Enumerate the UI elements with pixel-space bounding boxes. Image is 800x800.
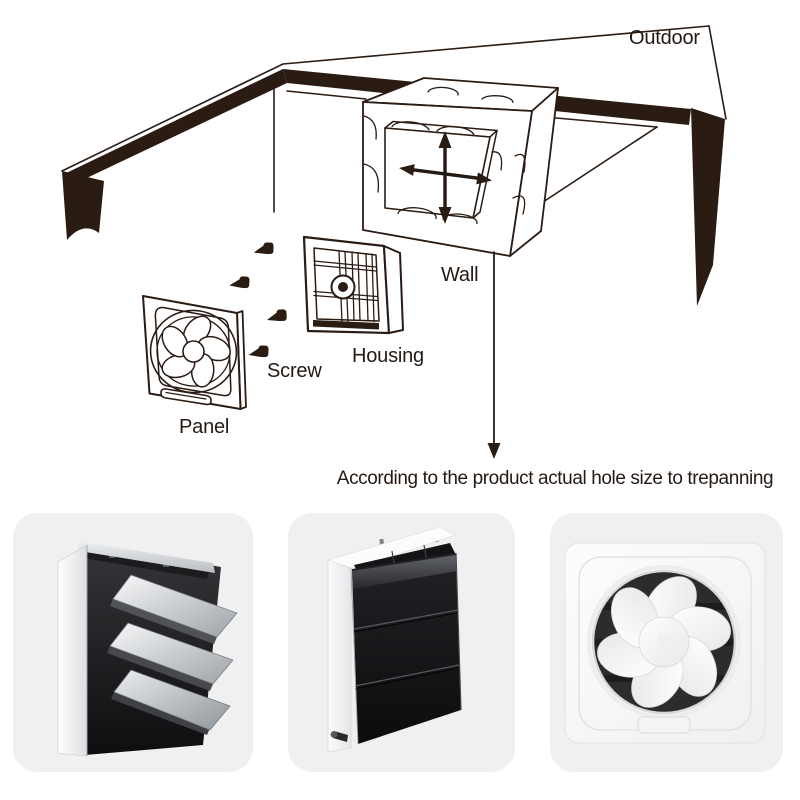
brick-marks: [363, 86, 526, 225]
screw-icon: [253, 242, 274, 254]
fan-rear-shutters-closed-image: [327, 526, 462, 753]
product-photos-row: [0, 513, 800, 772]
screw-icon: [248, 345, 269, 358]
product-photo-shutters-closed: [288, 513, 515, 772]
down-arrow: [487, 251, 501, 459]
housing-drawing: [302, 235, 404, 335]
installation-diagram: Outdoor Wall Housing Screw Panel Accordi…: [61, 25, 774, 489]
product-photo-front-panel: [550, 513, 783, 772]
outdoor-label: Outdoor: [629, 27, 700, 49]
screw-label: Screw: [267, 360, 322, 382]
dimension-arrows: [399, 131, 492, 224]
screws-drawing: [229, 242, 287, 358]
wall-block-drawing: [362, 77, 559, 257]
screw-icon: [229, 276, 250, 289]
screw-icon: [267, 309, 287, 322]
caption-text: According to the product actual hole siz…: [337, 468, 773, 489]
product-photo-shutters-open: [13, 513, 253, 772]
fan-front-panel-image: [564, 542, 766, 744]
wall-label: Wall: [441, 264, 478, 286]
panel-drawing: [142, 295, 247, 410]
panel-label: Panel: [179, 416, 229, 438]
fan-rear-shutters-open-image: [57, 541, 238, 757]
housing-label: Housing: [352, 345, 424, 367]
